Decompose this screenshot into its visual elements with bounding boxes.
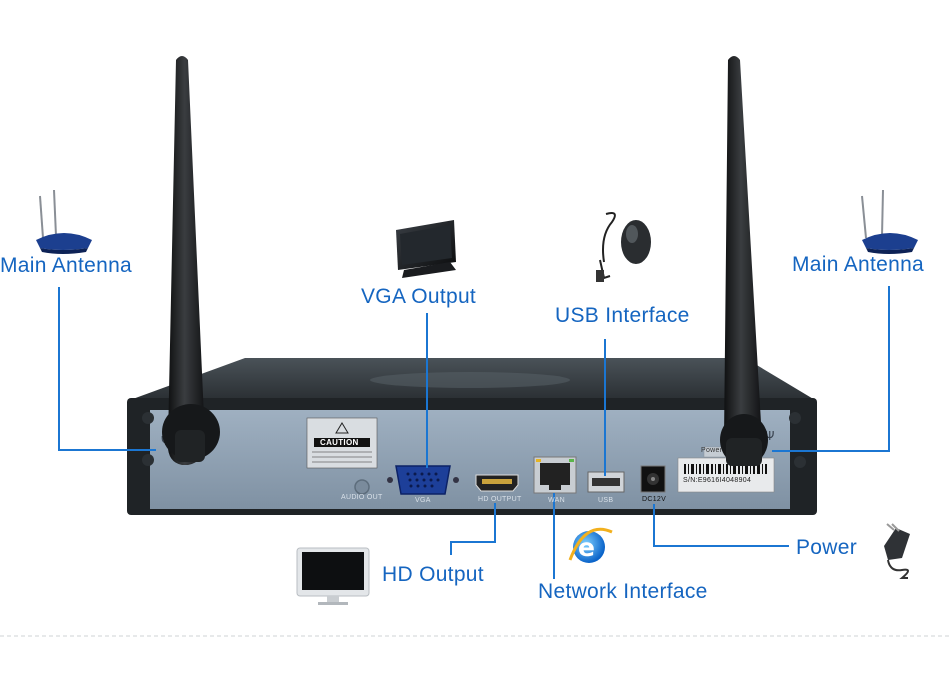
audio-out-port: [354, 479, 370, 495]
connector-left-antenna-h: [58, 449, 156, 451]
connector-hd-h1: [450, 541, 496, 543]
tv-icon: [396, 220, 456, 278]
panel-power-small: Power: [701, 447, 723, 454]
router-icon-left: [36, 189, 92, 254]
connector-power-h: [653, 545, 789, 547]
mouse-icon: [596, 212, 651, 282]
vga-port: [387, 465, 459, 495]
hdmi-port: [475, 474, 519, 492]
caution-label: [306, 417, 378, 469]
label-main-antenna-left: Main Antenna: [0, 254, 133, 277]
connector-power: [653, 504, 655, 547]
panel-wan: WAN: [548, 497, 565, 504]
right-antenna: [720, 56, 768, 466]
panel-serial: S/N:E9616I4048904: [683, 477, 752, 484]
connector-hd-v2: [450, 541, 452, 555]
connector-right-antenna: [888, 286, 890, 452]
panel-vga: VGA: [415, 497, 431, 504]
ie-browser-icon: e: [568, 527, 613, 563]
panel-hd-output: HD OUTPUT: [478, 496, 522, 503]
monitor-icon: [296, 547, 370, 605]
label-main-antenna-right: Main Antenna: [792, 253, 925, 276]
svg-text:e: e: [578, 533, 595, 562]
connector-right-antenna-h: [772, 450, 890, 452]
panel-usb: USB: [598, 497, 614, 504]
connector-hd: [494, 503, 496, 543]
router-icon-right: [861, 189, 918, 254]
label-network-interface: Network Interface: [538, 580, 708, 603]
panel-dc12v: DC12V: [642, 496, 667, 503]
connector-left-antenna: [58, 287, 60, 451]
nvr-chassis-top: [130, 358, 815, 400]
label-vga-output: VGA Output: [361, 285, 477, 308]
panel-audio-out: AUDIO OUT: [341, 494, 383, 501]
svg-text:Ψ: Ψ: [765, 429, 774, 443]
connector-network: [553, 493, 555, 579]
label-usb-interface: USB Interface: [555, 304, 690, 327]
left-antenna: [162, 56, 220, 465]
label-hd-output: HD Output: [382, 563, 484, 586]
label-power: Power: [796, 536, 858, 559]
power-adapter-icon: [884, 523, 910, 579]
usb-port: [587, 471, 625, 493]
wan-port: [533, 456, 577, 494]
connector-usb: [604, 339, 606, 476]
dc-power-jack: [640, 465, 666, 493]
connector-vga: [426, 313, 428, 468]
panel-caution-text: CAUTION: [320, 438, 359, 447]
